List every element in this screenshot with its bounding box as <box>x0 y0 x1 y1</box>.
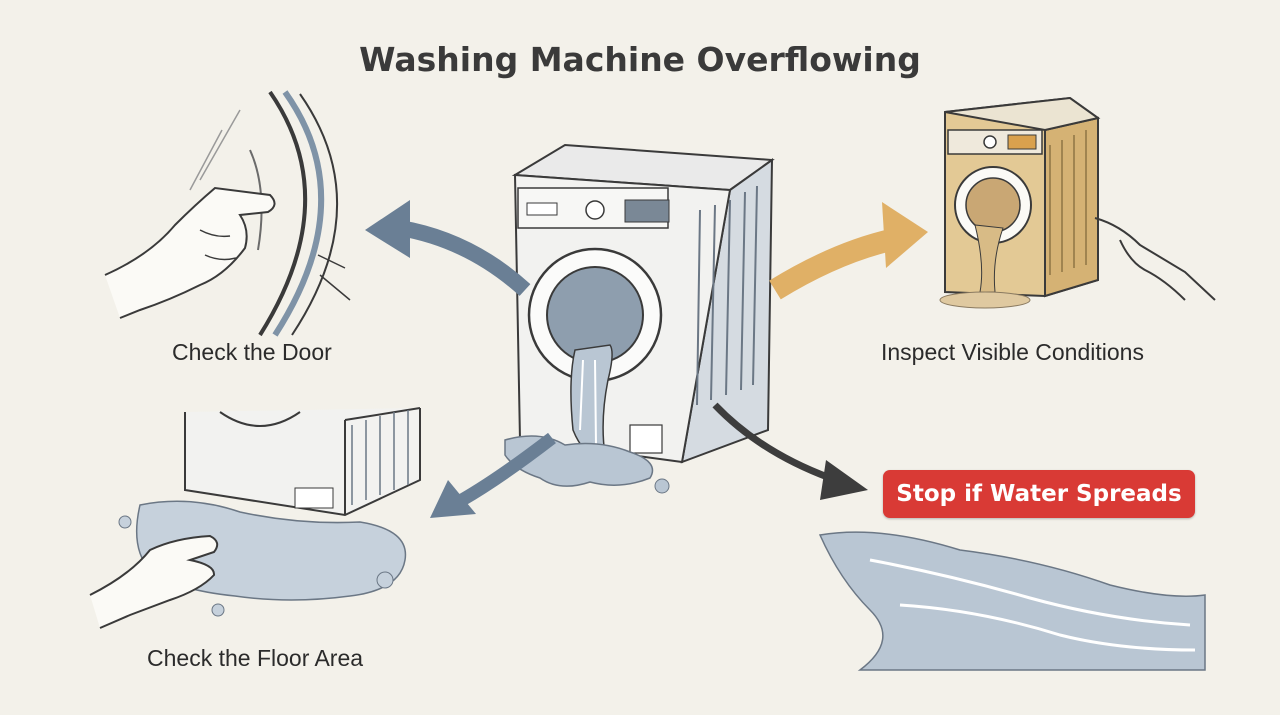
small-washing-machine-icon <box>939 96 1101 309</box>
step-label-inspect: Inspect Visible Conditions <box>881 339 1144 365</box>
arrow-to-inspect <box>769 202 928 300</box>
spreading-water-icon <box>818 531 1206 671</box>
pointing-hand-icon <box>1094 217 1216 301</box>
washing-machine-icon <box>511 143 775 464</box>
arrow-to-floor <box>430 432 556 518</box>
diagram-title: Washing Machine Overflowing <box>359 40 921 79</box>
door-closeup-illustration <box>189 90 351 337</box>
step-label-floor: Check the Floor Area <box>147 645 364 671</box>
step-label-door: Check the Door <box>172 339 332 365</box>
warning-badge: Stop if Water Spreads <box>883 470 1195 518</box>
floor-hand-icon <box>89 534 219 629</box>
arrow-to-warning <box>712 402 868 500</box>
hand-icon <box>104 186 276 319</box>
machine-base-illustration <box>184 407 421 517</box>
arrow-icon <box>365 200 531 296</box>
